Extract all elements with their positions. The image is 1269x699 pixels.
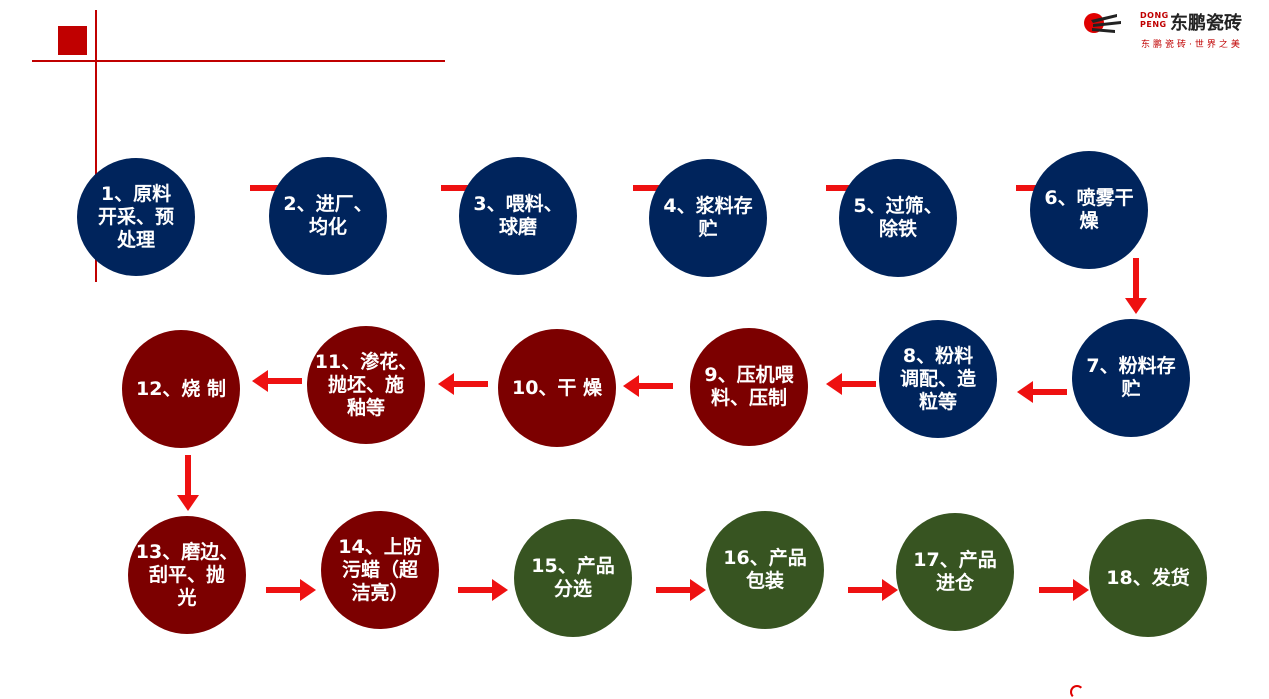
step-label-line: 洁亮） <box>351 581 409 604</box>
flow-arrow-16 <box>848 579 898 601</box>
flow-arrow-6 <box>1125 258 1147 314</box>
step-label-line: 10、干 燥 <box>511 376 603 399</box>
step-node-5: 5、过筛、除铁 <box>839 159 957 277</box>
step-label-line: 7、粉料存 <box>1086 355 1176 377</box>
logo-slogan: 东鹏瓷砖·世界之美 <box>1141 40 1243 50</box>
step-label: 12、烧 制 <box>136 378 226 401</box>
step-label-line: 9、压机喂 <box>704 364 794 386</box>
step-label: 11、渗花、抛坯、施釉等 <box>315 351 417 420</box>
step-label-line: 贮 <box>1121 378 1141 400</box>
step-label-line: 釉等 <box>346 396 385 419</box>
decorative-horizontal-line <box>32 60 445 62</box>
step-label-line: 15、产品 <box>531 555 615 577</box>
step-node-17: 17、产品进仓 <box>896 513 1014 631</box>
logo-en-line2: PENG <box>1140 20 1167 29</box>
step-node-1: 1、原料开采、预处理 <box>77 158 195 276</box>
step-label: 9、压机喂料、压制 <box>704 364 793 410</box>
step-label-line: 除铁 <box>878 218 917 240</box>
step-label-line: 5、过筛、 <box>853 195 943 217</box>
step-label-line: 球磨 <box>498 216 537 238</box>
step-label-line: 18、发货 <box>1106 566 1190 589</box>
flow-arrow-14 <box>458 579 508 601</box>
dongpeng-bird-icon <box>1084 13 1121 33</box>
step-label: 7、粉料存贮 <box>1086 355 1175 401</box>
step-label: 4、浆料存贮 <box>663 195 752 241</box>
step-label: 5、过筛、除铁 <box>853 195 942 241</box>
step-node-6: 6、喷雾干燥 <box>1030 151 1148 269</box>
step-label-line: 14、上防 <box>338 535 422 558</box>
step-label-line: 光 <box>177 586 197 609</box>
step-node-9: 9、压机喂料、压制 <box>690 328 808 446</box>
step-label-line: 刮平、抛 <box>148 563 225 586</box>
step-node-16: 16、产品包装 <box>706 511 824 629</box>
corner-mark <box>1070 685 1084 699</box>
flow-arrow-9 <box>623 375 673 397</box>
step-label-line: 2、进厂、 <box>283 193 373 215</box>
step-label-line: 调配、造 <box>899 367 976 390</box>
decorative-vertical-line <box>95 10 97 282</box>
step-label: 3、喂料、球磨 <box>473 193 562 239</box>
step-label-line: 8、粉料 <box>902 344 974 367</box>
step-node-14: 14、上防污蜡（超洁亮） <box>321 511 439 629</box>
step-label-line: 处理 <box>116 228 155 251</box>
logo-en-line1: DONG <box>1140 11 1169 20</box>
step-label-line: 3、喂料、 <box>473 193 563 215</box>
step-label-line: 开采、预 <box>97 205 174 228</box>
step-node-2: 2、进厂、均化 <box>269 157 387 275</box>
step-node-8: 8、粉料调配、造粒等 <box>879 320 997 438</box>
step-node-18: 18、发货 <box>1089 519 1207 637</box>
step-label-line: 包装 <box>745 570 784 592</box>
step-label-line: 6、喷雾干 <box>1044 187 1134 209</box>
step-label-line: 16、产品 <box>723 547 807 569</box>
step-label-line: 粒等 <box>918 390 957 413</box>
step-label: 14、上防污蜡（超洁亮） <box>338 536 421 605</box>
flow-arrow-11 <box>252 370 302 392</box>
step-label: 10、干 燥 <box>512 377 602 400</box>
step-label-line: 均化 <box>308 216 347 238</box>
decorative-red-square <box>58 26 87 55</box>
step-label: 8、粉料调配、造粒等 <box>900 345 976 414</box>
step-label: 18、发货 <box>1106 567 1189 590</box>
step-label-line: 11、渗花、 <box>314 350 418 373</box>
flow-arrow-10 <box>438 373 488 395</box>
step-label-line: 料、压制 <box>710 387 787 409</box>
step-label-line: 贮 <box>698 218 718 240</box>
step-label-line: 13、磨边、 <box>135 540 239 563</box>
flow-arrow-7 <box>1017 381 1067 403</box>
step-label-line: 进仓 <box>935 572 974 594</box>
flow-arrow-15 <box>656 579 706 601</box>
step-label: 6、喷雾干燥 <box>1044 187 1133 233</box>
flow-arrow-8 <box>826 373 876 395</box>
step-label: 1、原料开采、预处理 <box>98 183 174 252</box>
logo-brand-name: 东鹏瓷砖 <box>1170 13 1242 34</box>
step-label-line: 4、浆料存 <box>663 195 753 217</box>
step-label: 2、进厂、均化 <box>283 193 372 239</box>
logo-en-text: DONG PENG <box>1140 11 1169 29</box>
step-label: 15、产品分选 <box>531 555 614 601</box>
flow-arrow-13 <box>266 579 316 601</box>
step-label-line: 燥 <box>1079 210 1099 232</box>
step-label-line: 17、产品 <box>913 549 997 571</box>
step-label-line: 污蜡（超 <box>341 558 418 581</box>
dongpeng-logo: DONG PENG 东鹏瓷砖 东鹏瓷砖·世界之美 <box>1083 6 1265 50</box>
flow-arrow-12 <box>177 455 199 511</box>
step-node-4: 4、浆料存贮 <box>649 159 767 277</box>
step-node-7: 7、粉料存贮 <box>1072 319 1190 437</box>
step-node-11: 11、渗花、抛坯、施釉等 <box>307 326 425 444</box>
step-label-line: 分选 <box>553 578 592 600</box>
flow-arrow-17 <box>1039 579 1089 601</box>
step-label: 17、产品进仓 <box>913 549 996 595</box>
step-node-3: 3、喂料、球磨 <box>459 157 577 275</box>
step-node-10: 10、干 燥 <box>498 329 616 447</box>
step-node-15: 15、产品分选 <box>514 519 632 637</box>
step-node-13: 13、磨边、刮平、抛光 <box>128 516 246 634</box>
step-label-line: 1、原料 <box>100 182 172 205</box>
step-node-12: 12、烧 制 <box>122 330 240 448</box>
step-label-line: 12、烧 制 <box>135 377 227 400</box>
step-label: 13、磨边、刮平、抛光 <box>136 541 238 610</box>
step-label-line: 抛坯、施 <box>327 373 404 396</box>
step-label: 16、产品包装 <box>723 547 806 593</box>
